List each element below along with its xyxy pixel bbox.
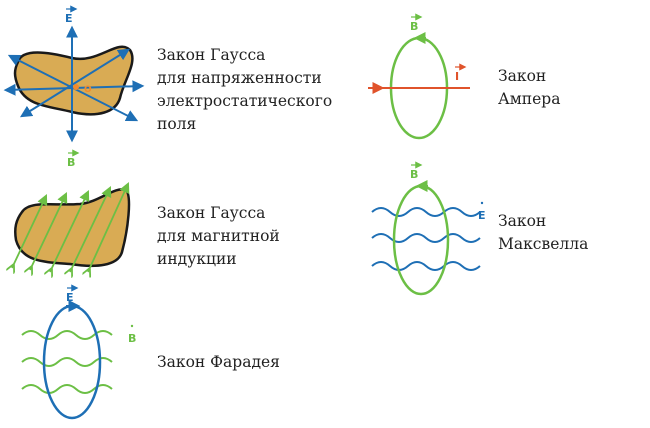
- vector-label-b-dot: B: [128, 332, 136, 345]
- caption-line: Закон Гаусса: [157, 204, 266, 222]
- e-loop-ellipse: [42, 304, 102, 420]
- maxwell-figure: B E: [371, 161, 486, 296]
- b-wave-3: [21, 384, 113, 394]
- vector-label-e: E: [65, 12, 73, 25]
- gauss-e-figure: O E: [3, 5, 145, 143]
- closed-surface-blob: [13, 45, 134, 116]
- vector-label-b: B: [410, 20, 418, 33]
- faraday-figure: E B: [21, 284, 136, 420]
- caption-line: для напряженности: [157, 69, 322, 87]
- closed-surface-blob: [14, 188, 131, 268]
- caption-line: Максвелла: [498, 235, 589, 253]
- e-wave-1: [371, 207, 481, 217]
- caption-line: поля: [157, 115, 197, 133]
- caption-gauss-b: Закон Гаусса для магнитной индукции: [157, 202, 280, 271]
- caption-line: Закон: [498, 67, 547, 85]
- caption-line: для магнитной: [157, 227, 280, 245]
- point-charge: [73, 84, 79, 90]
- caption-gauss-e: Закон Гаусса для напряженности электрост…: [157, 44, 332, 136]
- caption-line: электростатического: [157, 92, 333, 110]
- e-field-line-diagonal-2: [7, 54, 139, 122]
- b-field-line-5: [88, 184, 128, 272]
- e-dot-marker: [480, 201, 484, 205]
- e-wave-3: [371, 261, 481, 271]
- b-dot-marker: [130, 324, 134, 328]
- vector-label-i: I: [455, 70, 459, 83]
- b-wave-2: [21, 357, 113, 367]
- vector-label-e: E: [66, 291, 74, 304]
- e-wave-2: [371, 233, 481, 243]
- caption-line: Закон Фарадея: [157, 353, 280, 371]
- caption-line: Закон Гаусса: [157, 46, 266, 64]
- caption-maxwell: Закон Максвелла: [498, 210, 588, 256]
- caption-line: Ампера: [498, 90, 561, 108]
- ampere-figure: B I: [368, 13, 470, 140]
- vector-label-b: B: [67, 156, 75, 169]
- origin-label: O: [84, 85, 92, 95]
- vector-label-b: B: [410, 168, 418, 181]
- caption-line: Закон: [498, 212, 547, 230]
- vector-label-e-dot: E: [478, 209, 486, 222]
- caption-ampere: Закон Ампера: [498, 65, 560, 111]
- caption-line: индукции: [157, 250, 237, 268]
- gauss-b-figure: B: [12, 149, 131, 272]
- caption-faraday: Закон Фарадея: [157, 351, 280, 374]
